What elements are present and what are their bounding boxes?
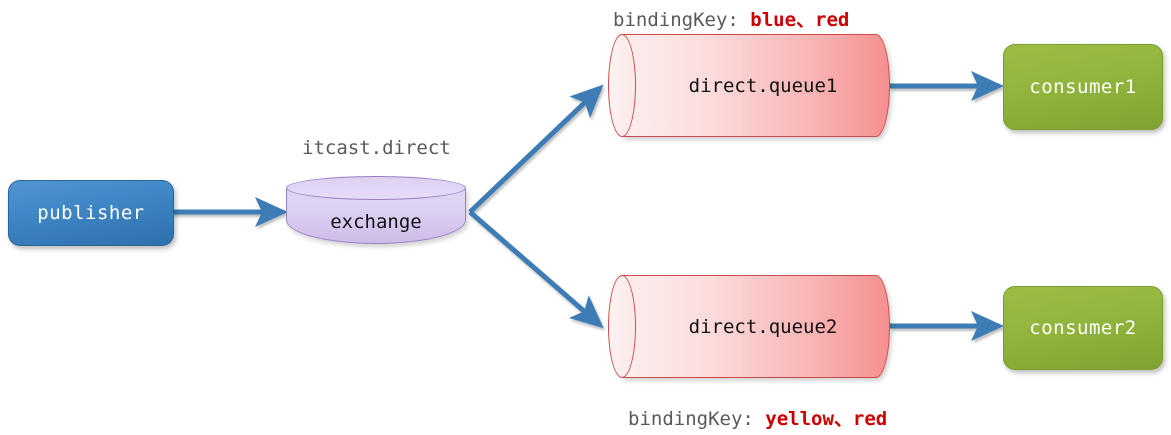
consumer1-node[interactable]: consumer1 [1003, 44, 1163, 130]
binding-key-values: yellow、red [765, 408, 888, 430]
exchange-name-label: itcast.direct [302, 137, 451, 159]
queue1-node[interactable]: direct.queue1 [608, 34, 890, 137]
binding-key-label-queue1: bindingKey: blue、red [613, 5, 849, 32]
queue2-node[interactable]: direct.queue2 [608, 275, 890, 378]
queue2-label: direct.queue2 [688, 315, 838, 338]
binding-key-prefix: bindingKey: [628, 408, 766, 430]
consumer2-label: consumer2 [1029, 317, 1137, 339]
consumer2-node[interactable]: consumer2 [1003, 286, 1163, 370]
binding-key-prefix: bindingKey: [613, 9, 751, 31]
consumer1-label: consumer1 [1029, 76, 1137, 98]
publisher-node[interactable]: publisher [8, 180, 174, 246]
exchange-cylinder-top [286, 176, 466, 200]
queue2-cylinder-cap [608, 275, 636, 378]
binding-key-values: blue、red [750, 9, 850, 31]
queue1-label: direct.queue1 [688, 74, 838, 97]
arrow-exchange-to-queue2 [468, 210, 604, 329]
arrow-exchange-to-queue1 [468, 84, 604, 214]
publisher-label: publisher [37, 202, 145, 224]
exchange-node[interactable]: exchange [286, 176, 466, 244]
queue1-cylinder-body [622, 34, 890, 137]
exchange-label: exchange [330, 211, 422, 233]
binding-key-label-queue2: bindingKey: yellow、red [628, 404, 887, 431]
queue1-cylinder-cap [608, 34, 636, 137]
queue2-cylinder-body [622, 275, 890, 378]
